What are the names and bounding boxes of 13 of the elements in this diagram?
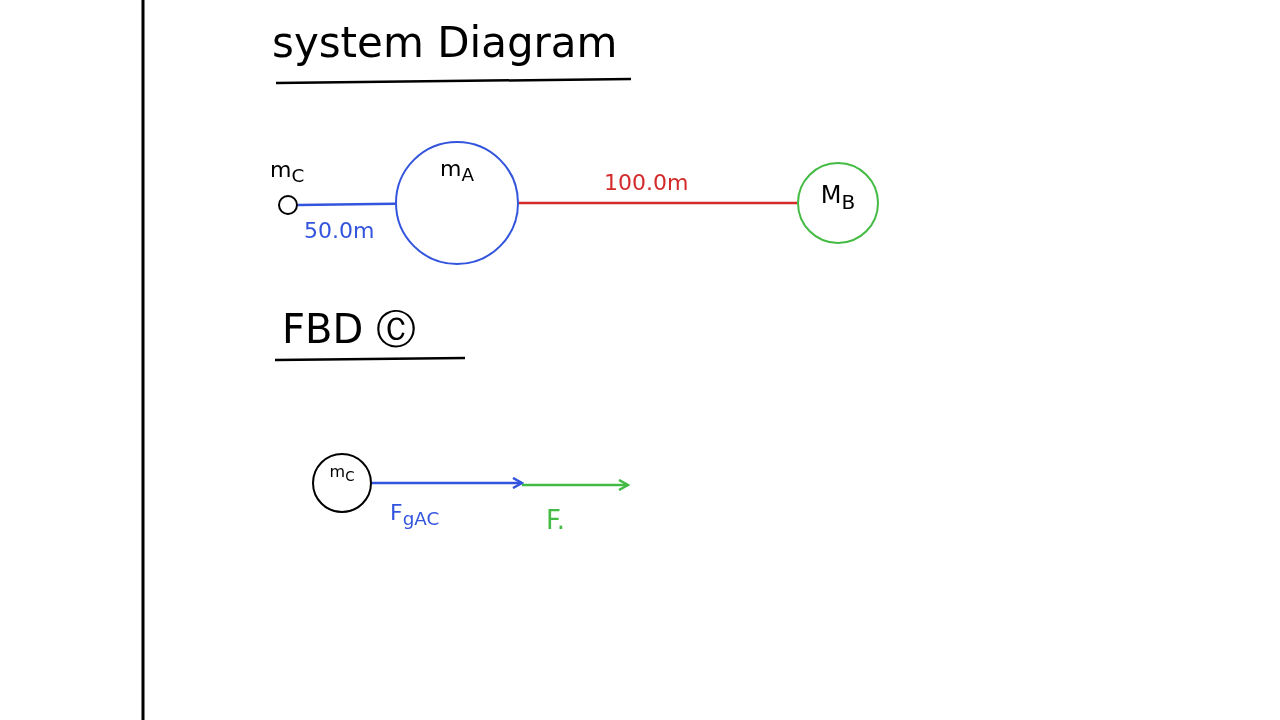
mass-label: M$_{B}$ (820, 182, 856, 213)
circle-node (797, 162, 879, 244)
mass-label: m$_{C}$ (329, 463, 355, 485)
force-arrow (372, 476, 524, 490)
mass-label: m$_{A}$ (440, 157, 474, 186)
circle-node (312, 453, 372, 513)
small-circle (278, 195, 298, 215)
force-label: F. (546, 505, 566, 535)
distance-line (298, 202, 395, 207)
section-heading: FBD Ⓒ (282, 305, 416, 354)
diagram-title: system Diagram (272, 18, 618, 67)
circle-node (395, 141, 519, 265)
mass-label: m$_{C}$ (270, 157, 305, 187)
